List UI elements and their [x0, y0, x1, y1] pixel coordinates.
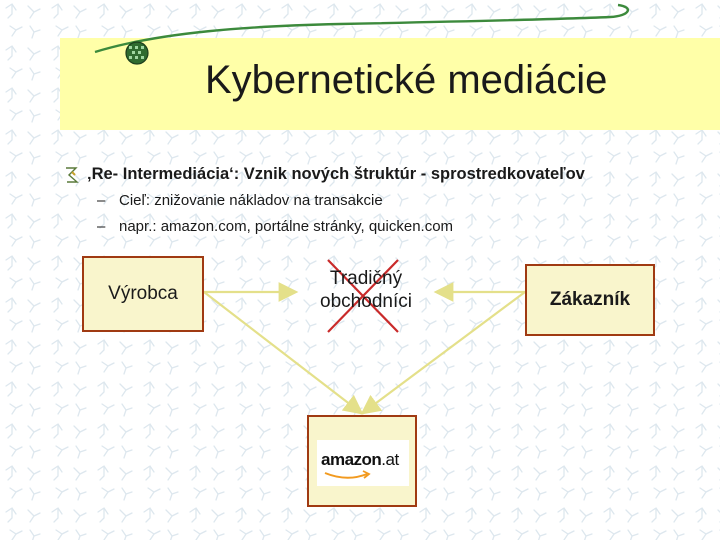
- sub-bullet-example: –napr.: amazon.com, portálne stránky, qu…: [97, 218, 453, 235]
- traditional-merchants-node: Tradičný obchodníci: [296, 258, 436, 324]
- arrow-producer-to-amazon: [203, 291, 364, 415]
- traditional-label-line1: Tradičný: [329, 268, 403, 290]
- amazon-logo-text: amazon.at: [321, 450, 399, 470]
- globe-icon: [125, 41, 149, 65]
- slide-title: Kybernetické mediácie: [205, 58, 608, 102]
- cross-out-mark: [327, 259, 399, 333]
- main-bullet: ‚Re- Intermediácia‘: Vznik nových štrukt…: [64, 165, 585, 184]
- amazon-box: amazon.at: [307, 415, 417, 507]
- producer-label: Výrobca: [108, 282, 178, 304]
- customer-label: Zákazník: [549, 288, 631, 310]
- sub-bullet-dash: –: [97, 192, 106, 209]
- amazon-smile-icon: [324, 470, 371, 479]
- customer-box: Zákazník: [525, 264, 655, 336]
- sub-bullet-text: Cieľ: znižovanie nákladov na transakcie: [119, 192, 383, 209]
- amazon-logo: amazon.at: [317, 440, 409, 486]
- traditional-label-line2: obchodníci: [320, 291, 412, 312]
- amazon-logo-name: amazon: [321, 450, 382, 469]
- arrow-customer-to-amazon: [360, 291, 526, 415]
- title-band: [60, 38, 720, 130]
- sub-bullet-goal: –Cieľ: znižovanie nákladov na transakcie: [97, 192, 383, 209]
- decorative-curve: [94, 3, 629, 65]
- producer-box: Výrobca: [82, 256, 204, 332]
- sub-bullet-dash: –: [97, 218, 106, 235]
- amazon-logo-tld: .at: [381, 450, 399, 469]
- bullet-icon: [66, 167, 79, 183]
- sub-bullet-text: napr.: amazon.com, portálne stránky, qui…: [119, 218, 454, 235]
- bullet-text: ‚Re- Intermediácia‘: Vznik nových štrukt…: [87, 165, 585, 183]
